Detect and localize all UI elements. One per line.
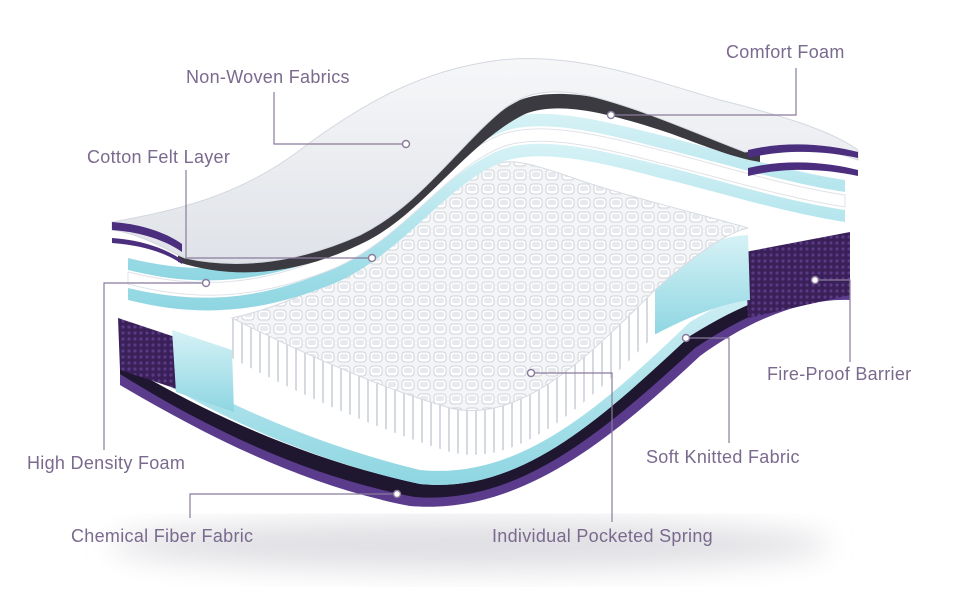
quilt-edge-right (748, 144, 858, 158)
label-cotton-felt-layer: Cotton Felt Layer (87, 147, 231, 167)
label-individual-pocketed-spring: Individual Pocketed Spring (492, 526, 713, 546)
fire-proof-barrier-left (118, 318, 180, 390)
dot-non-woven (401, 139, 411, 149)
leader-comfort-foam (611, 68, 797, 116)
quilt-edge-left-lower (112, 238, 182, 264)
leader-high-density (103, 282, 206, 450)
label-soft-knitted-fabric: Soft Knitted Fabric (646, 447, 800, 467)
dot-soft-knitted (681, 333, 691, 343)
high-density-foam-left (172, 330, 234, 412)
leader-lines (103, 68, 851, 522)
pocketed-spring-front (232, 290, 655, 455)
label-chemical-fiber-fabric: Chemical Fiber Fabric (71, 526, 254, 546)
dot-comfort-foam (606, 110, 616, 120)
dot-chemical-fiber (392, 489, 402, 499)
fire-proof-barrier-right (745, 232, 850, 318)
leader-cotton-felt (185, 170, 372, 259)
label-non-woven-fabrics: Non-Woven Fabrics (186, 67, 350, 87)
label-fire-proof-barrier: Fire-Proof Barrier (767, 364, 912, 384)
leader-non-woven (273, 92, 406, 145)
leader-pocketed-spring (531, 372, 613, 522)
dot-cotton-felt (367, 253, 377, 263)
dot-fire-proof (810, 275, 820, 285)
label-comfort-foam: Comfort Foam (726, 42, 845, 62)
quilt-edge-right-lower (748, 162, 858, 176)
floor-shadow (110, 519, 830, 571)
label-high-density-foam: High Density Foam (27, 453, 186, 473)
base-purple-edge (120, 289, 850, 507)
leader-chemical-fiber (189, 493, 397, 518)
dot-high-density (201, 278, 211, 288)
leader-soft-knitted (686, 337, 730, 443)
quilt-edge-left (112, 222, 182, 252)
dot-pocketed-spring (526, 368, 536, 378)
high-density-foam-right (648, 235, 750, 336)
leader-fire-proof (815, 279, 851, 362)
leader-dots (201, 110, 820, 499)
